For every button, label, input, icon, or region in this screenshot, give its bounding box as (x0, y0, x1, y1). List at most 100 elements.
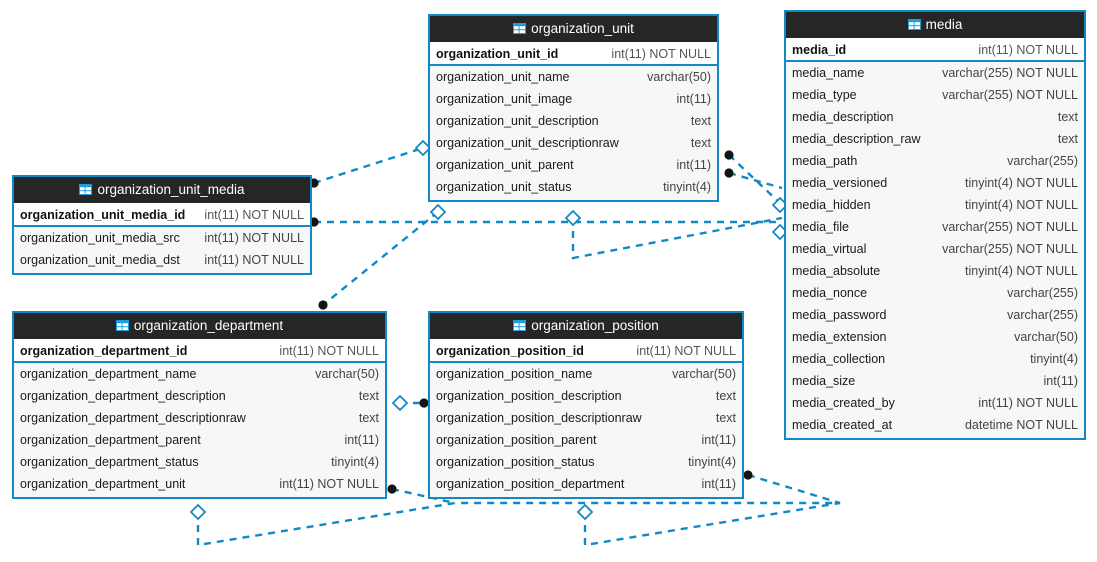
column-type: text (358, 389, 379, 403)
column-name: media_virtual (792, 242, 867, 256)
table-organization_position[interactable]: organization_position organization_posit… (428, 311, 744, 499)
primary-key-row: media_id int(11) NOT NULL (786, 38, 1084, 62)
primary-key-row: organization_unit_id int(11) NOT NULL (430, 42, 717, 66)
column-type: int(11) NOT NULL (279, 344, 379, 358)
column-name: organization_position_status (436, 455, 595, 469)
connector-unit-media-to-unit (313, 146, 424, 185)
column-type: varchar(255) NOT NULL (942, 66, 1078, 80)
column-type: int(11) (1043, 374, 1078, 388)
column-list: organization_unit_name varchar(50) organi… (430, 66, 717, 200)
column-row: organization_position_parent int(11) (430, 429, 742, 451)
table-organization_unit_media[interactable]: organization_unit_media organization_uni… (12, 175, 312, 275)
table-icon (513, 320, 527, 331)
table-header: organization_unit (430, 16, 717, 42)
column-type: varchar(255) NOT NULL (942, 88, 1078, 102)
column-type: text (715, 411, 736, 425)
column-name: media_path (792, 154, 858, 168)
column-row: organization_unit_name varchar(50) (430, 66, 717, 88)
column-name: media_collection (792, 352, 886, 366)
column-type: int(11) (701, 477, 736, 491)
column-type: int(11) NOT NULL (204, 231, 304, 245)
column-type: tinyint(4) (1030, 352, 1078, 366)
column-name: organization_unit_description (436, 114, 599, 128)
table-title: organization_position (531, 318, 659, 333)
column-type: tinyint(4) (663, 180, 711, 194)
column-name: organization_unit_parent (436, 158, 574, 172)
column-type: text (358, 411, 379, 425)
column-row: media_collection tinyint(4) (786, 348, 1084, 370)
column-type: tinyint(4) NOT NULL (965, 198, 1078, 212)
connector-department-to-unit (322, 211, 439, 306)
column-name: media_password (792, 308, 887, 322)
column-row: organization_unit_description text (430, 110, 717, 132)
connector-unit-status-route (571, 216, 783, 260)
column-type: tinyint(4) NOT NULL (965, 176, 1078, 190)
column-type: varchar(255) NOT NULL (942, 220, 1078, 234)
endpoint-one-diamond (564, 209, 582, 227)
column-name: media_created_at (792, 418, 893, 432)
column-type: varchar(50) (647, 70, 711, 84)
column-row: organization_unit_status tinyint(4) (430, 176, 717, 198)
column-name: media_name (792, 66, 865, 80)
column-row: organization_department_status tinyint(4) (14, 451, 385, 473)
column-type: tinyint(4) (688, 455, 736, 469)
table-organization_unit[interactable]: organization_unit organization_unit_id i… (428, 14, 719, 202)
column-type: varchar(255) NOT NULL (942, 242, 1078, 256)
column-name: organization_position_parent (436, 433, 597, 447)
primary-key-row: organization_position_id int(11) NOT NUL… (430, 339, 742, 363)
column-name: organization_unit_media_src (20, 231, 180, 245)
column-type: int(11) (344, 433, 379, 447)
column-row: organization_unit_media_src int(11) NOT N… (14, 227, 310, 249)
column-type: int(11) NOT NULL (279, 477, 379, 491)
column-name: media_description_raw (792, 132, 921, 146)
table-header: organization_position (430, 313, 742, 339)
column-row: media_virtual varchar(255) NOT NULL (786, 238, 1084, 260)
column-type: tinyint(4) (331, 455, 379, 469)
endpoint-one-diamond (576, 503, 594, 521)
column-type: text (690, 114, 711, 128)
column-type: int(11) NOT NULL (204, 208, 304, 222)
column-name: organization_position_id (436, 344, 584, 358)
column-name: organization_unit_status (436, 180, 572, 194)
column-name: media_hidden (792, 198, 871, 212)
column-name: organization_department_description (20, 389, 226, 403)
table-media[interactable]: media media_id int(11) NOT NULL media_na… (784, 10, 1086, 440)
table-title: organization_unit_media (97, 182, 245, 197)
column-list: organization_unit_media_src int(11) NOT N… (14, 227, 310, 273)
table-tail (14, 495, 385, 497)
table-title: organization_department (133, 318, 284, 333)
endpoint-many-dot (318, 300, 328, 310)
column-name: organization_department_status (20, 455, 199, 469)
primary-key-row: organization_department_id int(11) NOT N… (14, 339, 385, 363)
endpoint-one-diamond (189, 503, 207, 521)
column-name: media_extension (792, 330, 887, 344)
column-name: organization_position_department (436, 477, 625, 491)
table-header: organization_unit_media (14, 177, 310, 203)
column-name: organization_unit_name (436, 70, 570, 84)
endpoint-many-dot (724, 168, 734, 178)
table-tail (14, 271, 310, 273)
table-organization_department[interactable]: organization_department organization_dep… (12, 311, 387, 499)
connector-department-bottom-route (196, 501, 456, 547)
column-row: media_name varchar(255) NOT NULL (786, 62, 1084, 84)
table-header: organization_department (14, 313, 385, 339)
endpoint-many-dot (387, 484, 397, 494)
column-type: text (690, 136, 711, 150)
table-tail (786, 436, 1084, 438)
table-tail (430, 198, 717, 200)
column-type: int(11) (701, 433, 736, 447)
column-name: media_description (792, 110, 894, 124)
